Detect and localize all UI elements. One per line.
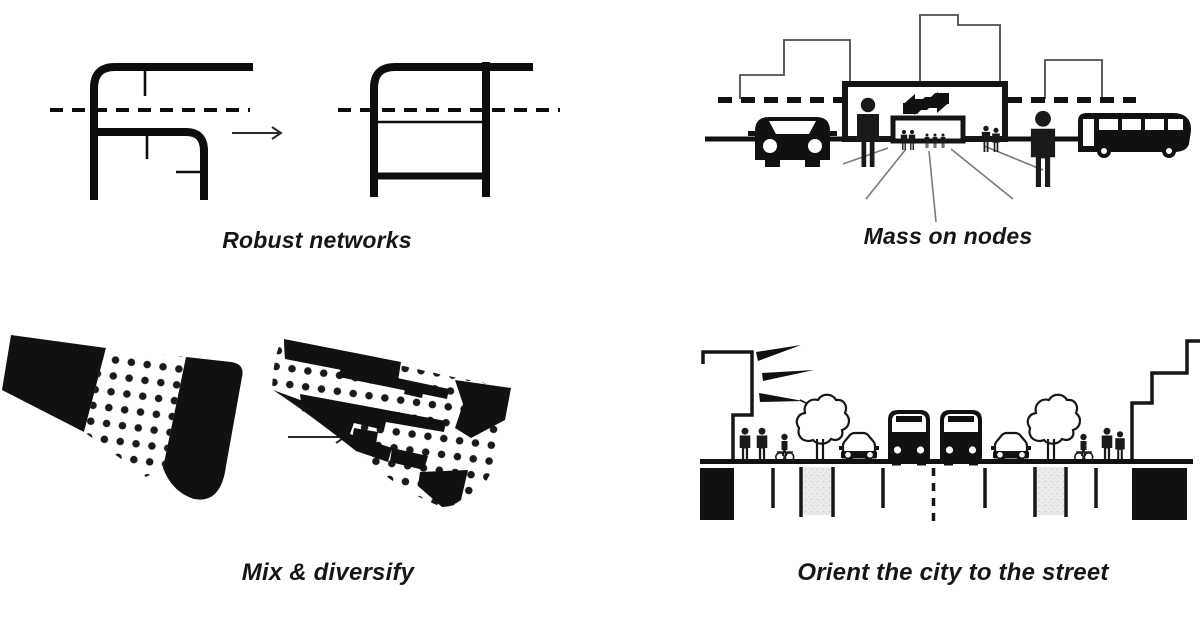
network-before-diagram [50,63,253,200]
car-icon [989,431,1033,464]
light-rays-icon [756,345,814,405]
skyline-outline [739,14,1103,99]
stipple-band [803,467,831,515]
solid-band-right [163,357,243,500]
bus-icon [1078,113,1192,158]
car-icon [748,117,837,167]
network-after-diagram [338,62,560,197]
building-outlines [701,339,1200,461]
fan-before-diagram [2,335,243,500]
mixed-fan-outline [272,339,511,507]
panel-label-robust-networks: Robust networks [222,227,412,253]
dotted-band [84,348,186,477]
mixed-black-patches [273,339,511,507]
mix-diversify-panel [2,335,511,507]
solid-band-left [2,335,106,432]
fan-after-diagram [272,339,511,507]
tree-icon [795,393,851,463]
arrow-right-icon [232,126,283,140]
car-icon [837,431,881,464]
street-section-bands [700,467,1187,524]
left-building-outline [701,350,754,461]
bus-icon [888,410,930,466]
bus-icon [940,410,982,466]
orient-street-panel [700,339,1200,524]
ns-rail-logo-icon [903,92,949,115]
tree-icon [1026,393,1082,463]
cyclist-icon [774,432,795,463]
robust-networks-panel [50,62,560,200]
mass-on-nodes-panel [705,14,1192,223]
stipple-band [1037,467,1064,515]
panel-label-mass-on-nodes: Mass on nodes [863,223,1033,249]
right-building-outline [1130,339,1200,461]
section-block-left [700,468,734,520]
cyclist-icon [1074,432,1094,463]
section-block-right [1132,468,1187,520]
panel-label-orient-city-street: Orient the city to the street [797,559,1109,586]
panel-label-mix-diversify: Mix & diversify [241,559,415,586]
